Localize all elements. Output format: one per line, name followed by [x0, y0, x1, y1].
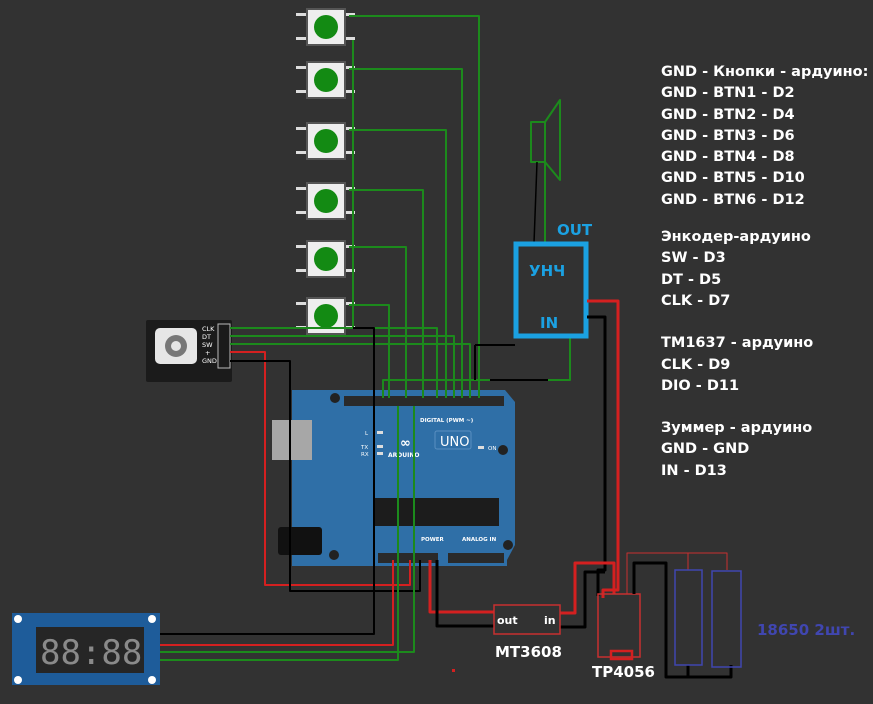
- usb-port: [272, 420, 312, 460]
- encoder-wires: [160, 327, 548, 635]
- push-button-5[interactable]: [296, 240, 355, 278]
- encoder-pin-dt: DT: [202, 333, 211, 341]
- rx-led-label: RX: [361, 452, 369, 458]
- battery-label: 18650 2шт.: [757, 621, 855, 639]
- charger-name: TP4056: [592, 663, 655, 681]
- encoder-pin-clk: CLK: [202, 325, 215, 333]
- display-wires: [160, 406, 415, 661]
- amplifier-module[interactable]: УНЧ OUT IN: [513, 221, 593, 339]
- push-buttons: [296, 8, 355, 335]
- notes-tm-title: TM1637 - ардуино: [661, 335, 814, 352]
- digital-label: DIGITAL (PWM ~): [420, 418, 474, 424]
- notes-line: IN - D13: [661, 462, 727, 479]
- digital-header-left: [344, 396, 448, 406]
- atmega-chip: [375, 498, 499, 526]
- power-jack: [278, 527, 322, 555]
- battery-18650: 18650 2шт.: [674, 569, 855, 668]
- boost-out-wire: [428, 560, 494, 614]
- boost-in-gnd-wire: [560, 570, 605, 629]
- notes-line: GND - BTN2 - D4: [661, 106, 795, 123]
- encoder-pin-sw: SW: [202, 341, 213, 349]
- notes-encoder-title: Энкодер-ардуино: [661, 229, 811, 246]
- tm1637-display[interactable]: 88:88: [12, 613, 160, 685]
- boost-in-label: in: [544, 614, 556, 627]
- encoder-pin-gnd: GND: [202, 357, 217, 365]
- notes-line: GND - BTN5 - D10: [661, 170, 805, 187]
- button-wires: [349, 15, 571, 398]
- on-label: ON: [488, 446, 496, 452]
- battery-minus-wire: [632, 561, 733, 679]
- notes-line: GND - BTN3 - D6: [661, 127, 795, 144]
- amp-power-wire: [587, 299, 620, 598]
- boost-in-wire: [560, 561, 616, 615]
- arduino-uno[interactable]: ∞ ARDUINO UNO DIGITAL (PWM ~) POWER ANAL…: [272, 390, 515, 566]
- boost-out-label: out: [497, 614, 518, 627]
- push-button-2[interactable]: [296, 61, 355, 99]
- uno-label: UNO: [440, 435, 469, 450]
- power-header: [378, 553, 438, 563]
- power-label: POWER: [421, 537, 445, 543]
- push-button-4[interactable]: [296, 182, 355, 220]
- notes-line: DT - D5: [661, 271, 722, 288]
- tp4056-module[interactable]: TP4056: [592, 593, 655, 681]
- notes-line: SW - D3: [661, 250, 726, 267]
- l-led-label: L: [365, 431, 369, 437]
- connection-notes: GND - Кнопки - ардуино: GND - BTN1 - D2 …: [661, 62, 868, 482]
- mt3608-module[interactable]: out in MT3608: [493, 604, 562, 661]
- push-button-3[interactable]: [296, 122, 355, 160]
- infinity-logo-icon: ∞: [400, 436, 411, 451]
- arduino-logo: ARDUINO: [388, 452, 419, 459]
- digital-header-right: [432, 396, 504, 406]
- amp-title: УНЧ: [529, 262, 565, 280]
- boost-name: MT3608: [495, 643, 562, 661]
- boost-gnd-wire: [435, 560, 494, 628]
- notes-line: CLK - D7: [661, 292, 731, 309]
- notes-line: GND - BTN4 - D8: [661, 149, 795, 166]
- analog-label: ANALOG IN: [462, 537, 497, 543]
- notes-line: GND - GND: [661, 441, 750, 458]
- encoder-pin-vcc: +: [205, 349, 210, 357]
- notes-buttons-title: GND - Кнопки - ардуино:: [661, 64, 869, 80]
- notes-line: GND - BTN1 - D2: [661, 85, 795, 102]
- amp-gnd-wire: [587, 315, 607, 596]
- usb-connector-icon: [609, 649, 634, 661]
- rotary-encoder[interactable]: CLK DT SW + GND: [146, 320, 232, 382]
- tx-led-label: TX: [360, 445, 368, 451]
- display-digits: 88:88: [40, 633, 142, 673]
- notes-line: CLK - D9: [661, 356, 731, 373]
- notes-line: DIO - D11: [661, 377, 740, 394]
- analog-header: [448, 553, 504, 563]
- amp-in-label: IN: [540, 314, 558, 332]
- notes-buzzer-title: Зуммер - ардуино: [661, 420, 813, 437]
- push-button-1[interactable]: [296, 8, 355, 46]
- amp-out-label: OUT: [557, 221, 593, 239]
- battery-plus-wire: [626, 552, 728, 594]
- push-button-6[interactable]: [296, 297, 355, 335]
- notes-line: GND - BTN6 - D12: [661, 191, 805, 208]
